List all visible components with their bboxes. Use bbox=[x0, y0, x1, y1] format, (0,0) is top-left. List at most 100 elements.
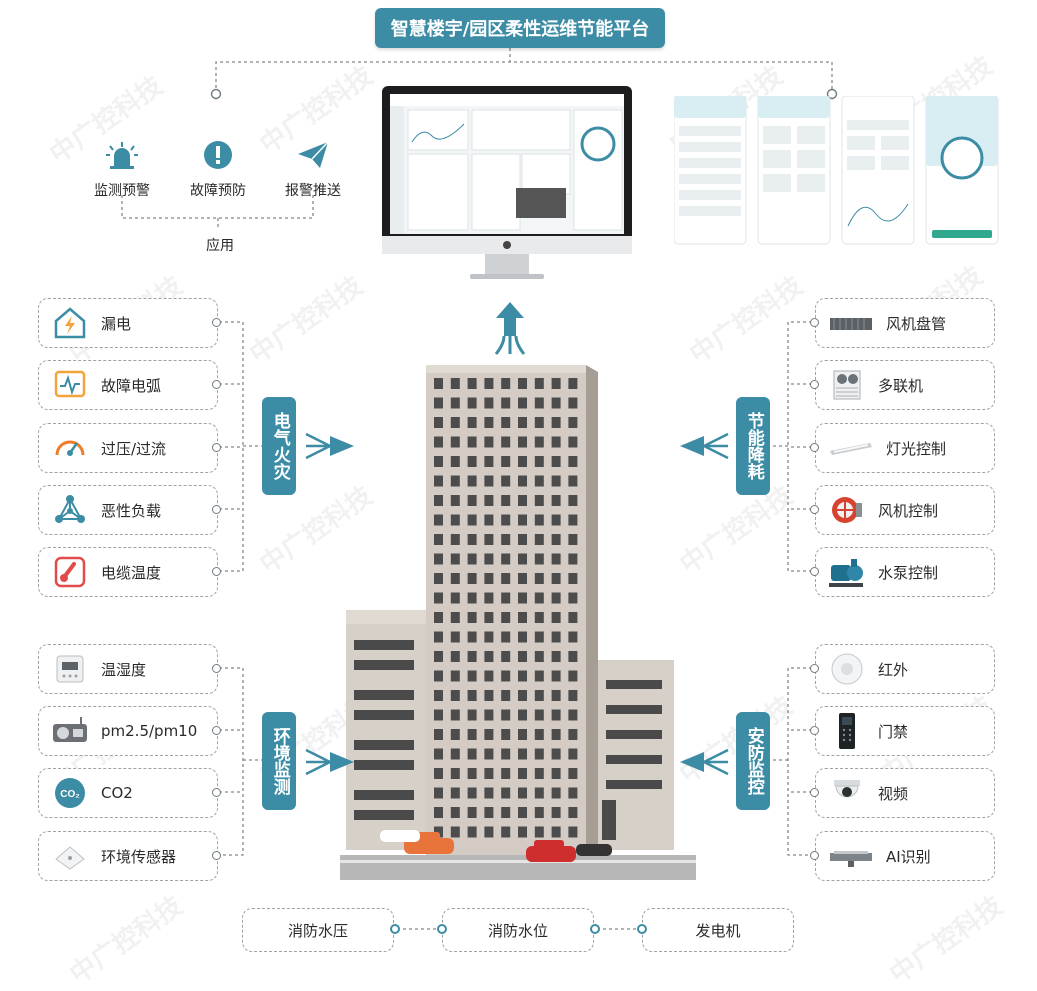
tower-window bbox=[484, 826, 494, 838]
tower-window bbox=[534, 768, 544, 779]
tower-window bbox=[467, 417, 477, 428]
tower-window bbox=[518, 573, 527, 584]
tower-window bbox=[501, 709, 511, 721]
tower-window bbox=[467, 514, 477, 526]
tower-window bbox=[534, 378, 544, 389]
tower-window bbox=[501, 534, 511, 545]
tower-window bbox=[484, 768, 494, 779]
tower-window bbox=[551, 514, 561, 526]
tower-window bbox=[434, 456, 443, 467]
tower-window bbox=[467, 436, 477, 448]
tower-window bbox=[450, 592, 460, 604]
tower-window bbox=[568, 378, 578, 389]
tower-window bbox=[434, 787, 443, 799]
platform-title: 智慧楼宇/园区柔性运维节能平台 bbox=[375, 8, 665, 48]
tower-window bbox=[467, 670, 477, 682]
connector-node bbox=[212, 851, 221, 860]
tower-window bbox=[467, 787, 477, 799]
tower-window bbox=[434, 397, 443, 409]
tower-window bbox=[568, 651, 578, 662]
desktop-monitor bbox=[382, 86, 632, 286]
up-arrow-icon bbox=[494, 302, 526, 355]
tower-window bbox=[484, 651, 494, 662]
item-label: 温湿度 bbox=[101, 660, 147, 679]
tower-window bbox=[518, 826, 527, 838]
tower-window bbox=[551, 495, 561, 506]
item-label: 消防水压 bbox=[287, 921, 348, 940]
tower-window bbox=[518, 456, 527, 467]
tower-window bbox=[534, 709, 544, 721]
tower-window bbox=[568, 826, 578, 838]
tower-window bbox=[450, 495, 460, 506]
fan-icon bbox=[828, 491, 866, 529]
tower-window bbox=[551, 417, 561, 428]
tower-window bbox=[484, 436, 494, 448]
tower-window bbox=[501, 475, 511, 487]
tower-window bbox=[518, 475, 527, 487]
tower-window bbox=[484, 709, 494, 721]
tower-window bbox=[467, 612, 477, 623]
item-label: 发电机 bbox=[695, 921, 741, 940]
item-label: 电缆温度 bbox=[101, 563, 162, 582]
connector-node bbox=[810, 380, 819, 389]
mobile-screenshots bbox=[673, 95, 999, 245]
tower-window bbox=[551, 612, 561, 623]
tower-window bbox=[568, 768, 578, 779]
category-electrical-fire: 电气火灾 bbox=[262, 397, 296, 495]
item-overvoltage: 过压/过流 bbox=[38, 423, 218, 473]
tower-window bbox=[501, 787, 511, 799]
item-label: 恶性负载 bbox=[101, 501, 162, 520]
pm-sensor-icon bbox=[51, 712, 89, 750]
tower-window bbox=[467, 807, 477, 818]
tower-window bbox=[501, 826, 511, 838]
tower-window bbox=[484, 573, 494, 584]
category-label: 安防监控 bbox=[743, 727, 764, 795]
connector-node bbox=[212, 443, 221, 452]
connector-node bbox=[810, 664, 819, 673]
thermometer-icon bbox=[51, 553, 89, 591]
tower-window bbox=[518, 495, 527, 506]
arc-wave-icon bbox=[51, 366, 89, 404]
tower-window bbox=[534, 514, 544, 526]
tower-window bbox=[518, 768, 527, 779]
item-label: pm2.5/pm10 bbox=[101, 722, 198, 740]
tower-window bbox=[484, 748, 494, 760]
tower-window bbox=[518, 397, 527, 409]
tower-window bbox=[484, 475, 494, 487]
item-malignant-load: 恶性负载 bbox=[38, 485, 218, 535]
tower-window bbox=[501, 670, 511, 682]
item-label: 消防水位 bbox=[487, 921, 548, 940]
tower-window bbox=[450, 826, 460, 838]
tower-window bbox=[450, 768, 460, 779]
item-ai-recognition: AI识别 bbox=[815, 831, 995, 881]
item-infrared: 红外 bbox=[815, 644, 995, 694]
tower-window bbox=[518, 612, 527, 623]
tower-window bbox=[568, 670, 578, 682]
tower-window bbox=[450, 553, 460, 565]
paper-plane-icon bbox=[298, 141, 329, 168]
tower-window bbox=[484, 787, 494, 799]
connector-node bbox=[810, 505, 819, 514]
tower-window bbox=[518, 729, 527, 740]
tower-window bbox=[568, 612, 578, 623]
tower-window bbox=[568, 729, 578, 740]
tower-window bbox=[501, 651, 511, 662]
exclamation-icon bbox=[204, 141, 232, 169]
item-generator: 发电机 bbox=[642, 908, 794, 952]
tower-window bbox=[501, 807, 511, 818]
tower-window bbox=[501, 592, 511, 604]
tower-window bbox=[450, 475, 460, 487]
tower-window bbox=[434, 612, 443, 623]
tower-window bbox=[450, 417, 460, 428]
dashboard-screenshot bbox=[382, 86, 632, 279]
item-fan-control: 风机控制 bbox=[815, 485, 995, 535]
tower-window bbox=[501, 573, 511, 584]
tower-window bbox=[450, 456, 460, 467]
tower-window bbox=[551, 592, 561, 604]
tower-window bbox=[467, 397, 477, 409]
connector-node bbox=[810, 788, 819, 797]
tower-window bbox=[434, 807, 443, 818]
tower-window bbox=[467, 748, 477, 760]
app-monitor-warning: 监测预警 bbox=[82, 140, 162, 200]
tower-window bbox=[518, 514, 527, 526]
